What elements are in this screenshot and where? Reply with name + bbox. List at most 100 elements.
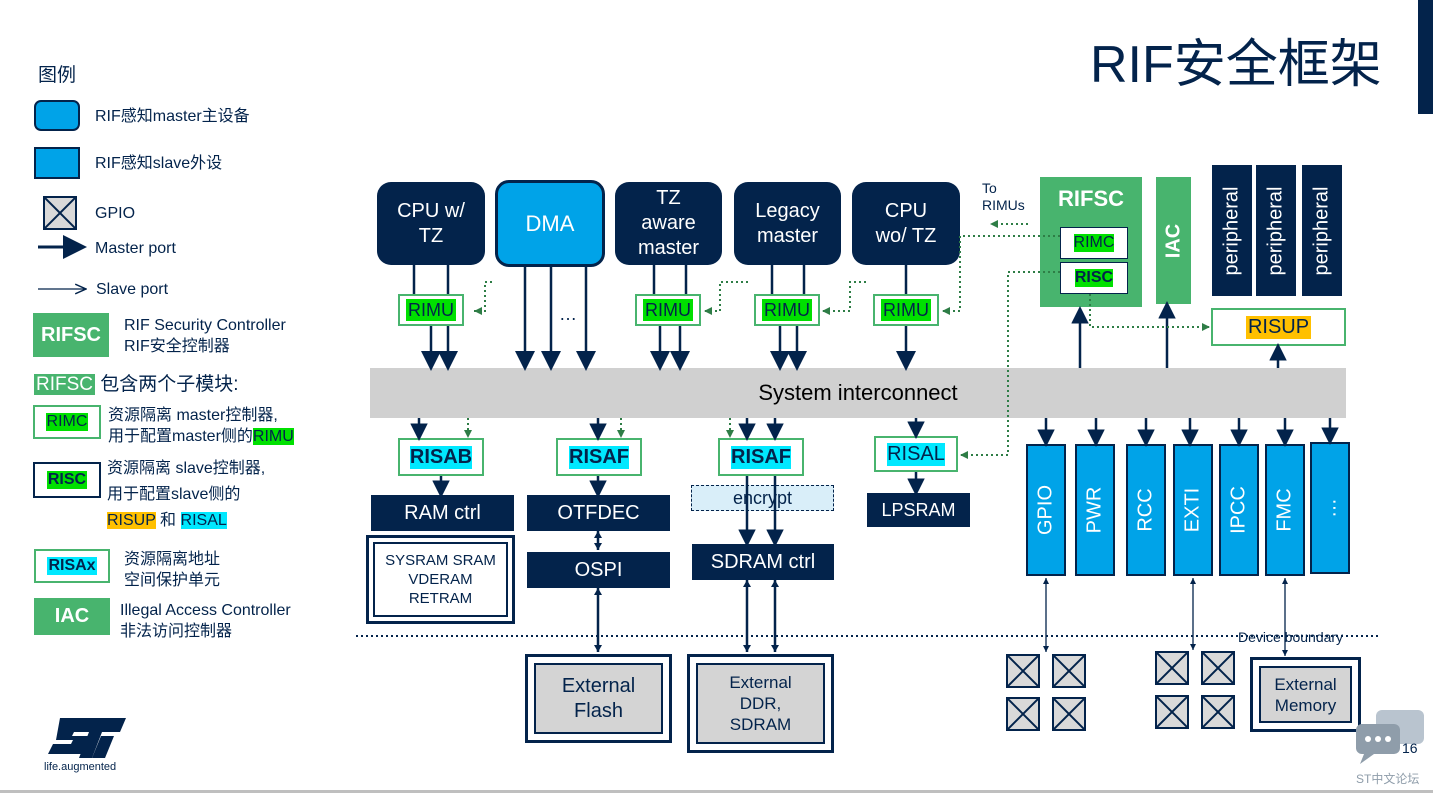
page-number: 16 bbox=[1402, 740, 1418, 756]
gpio-pin-icon bbox=[1155, 695, 1189, 729]
sdram-ctrl: SDRAM ctrl bbox=[692, 544, 834, 580]
device-boundary-label: Device boundary bbox=[1236, 629, 1346, 645]
rimu-label: RIMU bbox=[881, 299, 931, 321]
peripheral-3-label: peripheral bbox=[1310, 186, 1333, 275]
lpsram: LPSRAM bbox=[867, 493, 970, 527]
legend-master-swatch bbox=[34, 100, 80, 131]
rimu-tz-aware: RIMU bbox=[635, 294, 701, 326]
periph-more: … bbox=[1310, 442, 1350, 574]
legend-rimc-line2: 用于配置master侧的RIMU bbox=[108, 426, 294, 447]
rimu-label: RIMU bbox=[643, 299, 693, 321]
risup-block: RISUP bbox=[1211, 308, 1346, 346]
legend-and-text: 和 bbox=[155, 512, 181, 529]
legend-risax-box-label: RISAx bbox=[47, 557, 97, 575]
legend-rimc-line1: 资源隔离 master控制器, bbox=[108, 407, 278, 424]
legend-heading: 图例 bbox=[38, 65, 77, 86]
risc-box: RISC bbox=[1060, 262, 1128, 294]
periph-rcc: RCC bbox=[1126, 444, 1166, 576]
otfdec: OTFDEC bbox=[527, 495, 670, 531]
ext-mem-line2: Memory bbox=[1274, 695, 1337, 715]
encrypt-block: encrypt bbox=[691, 485, 834, 511]
legend-gpio-icon bbox=[43, 196, 77, 230]
legend-iac-box-label: IAC bbox=[54, 605, 90, 627]
periph-gpio: GPIO bbox=[1026, 444, 1066, 576]
risaf-label: RISAF bbox=[731, 445, 791, 469]
legend-rimc-rimu-tag: RIMU bbox=[252, 428, 294, 445]
title-accent-bar bbox=[1418, 0, 1433, 114]
sysram-line2: VDERAM bbox=[408, 571, 473, 588]
rimu-cpu-with-tz: RIMU bbox=[398, 294, 464, 326]
legend-rifsc-box-label: RIFSC bbox=[41, 323, 101, 346]
master-dma: DMA bbox=[495, 180, 605, 267]
cpu-notz-line1: CPU bbox=[884, 199, 928, 222]
legend-risax-line1: 资源隔离地址 bbox=[124, 551, 221, 568]
legend-risc-box: RISC bbox=[33, 462, 101, 498]
legend-slave-port-label: Slave port bbox=[96, 281, 169, 298]
periph-pwr: PWR bbox=[1075, 444, 1115, 576]
gpio-pin-icon bbox=[1006, 654, 1040, 688]
periph-gpio-label: GPIO bbox=[1034, 484, 1057, 536]
system-interconnect: System interconnect bbox=[370, 368, 1346, 418]
rimu-label: RIMU bbox=[406, 299, 456, 321]
watermark-text: ST中文论坛 bbox=[1356, 772, 1420, 786]
cpu-tz-line1: CPU w/ bbox=[397, 199, 465, 222]
rimc-box: RIMC bbox=[1060, 227, 1128, 259]
legend-risc-box-label: RISC bbox=[46, 471, 88, 489]
peripheral-1: peripheral bbox=[1212, 165, 1252, 296]
periph-pwr-label: PWR bbox=[1083, 486, 1106, 534]
legend-rimc-line2-text: 用于配置master侧的 bbox=[108, 428, 253, 445]
rimu-cpu-without-tz: RIMU bbox=[873, 294, 939, 326]
page-title: RIF安全框架 bbox=[1090, 36, 1382, 94]
ext-flash-line1: External bbox=[561, 674, 636, 697]
peripheral-2-label: peripheral bbox=[1264, 186, 1287, 275]
legend-slave-label: RIF感知slave外设 bbox=[95, 155, 223, 172]
legacy-line2: master bbox=[756, 224, 819, 247]
ext-mem-line1: External bbox=[1274, 674, 1337, 694]
periph-ipcc-label: IPCC bbox=[1227, 486, 1250, 534]
to-rimus-line2: RIMUs bbox=[982, 197, 1025, 213]
gpio-pin-icon bbox=[1052, 697, 1086, 731]
legend-rimc-box: RIMC bbox=[33, 405, 101, 439]
gpio-pin-icon bbox=[1006, 697, 1040, 731]
periph-rcc-label: RCC bbox=[1134, 488, 1157, 532]
periph-ipcc: IPCC bbox=[1219, 444, 1259, 576]
legend-master-port-label: Master port bbox=[95, 240, 176, 257]
cpu-tz-line2: TZ bbox=[418, 224, 444, 247]
legend-risal-tag: RISAL bbox=[180, 512, 227, 529]
to-rimus-line1: To bbox=[982, 180, 997, 196]
rimc-label: RIMC bbox=[1073, 234, 1115, 252]
risup-label: RISUP bbox=[1245, 315, 1312, 339]
legacy-line1: Legacy bbox=[755, 199, 820, 222]
ram-ctrl: RAM ctrl bbox=[371, 495, 514, 531]
gpio-pin-icon bbox=[1201, 695, 1235, 729]
legend-risax-box: RISAx bbox=[34, 549, 110, 583]
risaf-sdram-block: RISAF bbox=[718, 438, 804, 476]
logo-tagline: life.augmented bbox=[44, 761, 117, 773]
gpio-pin-icon bbox=[1155, 651, 1189, 685]
ospi: OSPI bbox=[527, 552, 670, 588]
sysram-line1: SYSRAM SRAM bbox=[385, 552, 496, 569]
master-ellipsis: … bbox=[559, 304, 577, 324]
legend-risup-tag: RISUP bbox=[107, 512, 156, 529]
legend-submodules-text: 包含两个子模块: bbox=[95, 374, 239, 395]
tz-line2: aware bbox=[641, 212, 696, 234]
ext-flash-line2: Flash bbox=[574, 699, 623, 722]
footer-line bbox=[0, 790, 1433, 793]
legend-rifsc-line1: RIF Security Controller bbox=[124, 317, 286, 334]
tz-line1: TZ bbox=[656, 187, 681, 209]
periph-fmc: FMC bbox=[1265, 444, 1305, 576]
risc-label: RISC bbox=[1074, 269, 1114, 287]
encrypt-label: encrypt bbox=[732, 487, 793, 508]
gpio-pin-icon bbox=[1052, 654, 1086, 688]
rifsc-title: RIFSC bbox=[1058, 186, 1124, 211]
dma-label: DMA bbox=[525, 211, 575, 236]
periph-exti-label: EXTI bbox=[1181, 487, 1204, 533]
peripheral-3: peripheral bbox=[1302, 165, 1342, 296]
periph-exti: EXTI bbox=[1173, 444, 1213, 576]
